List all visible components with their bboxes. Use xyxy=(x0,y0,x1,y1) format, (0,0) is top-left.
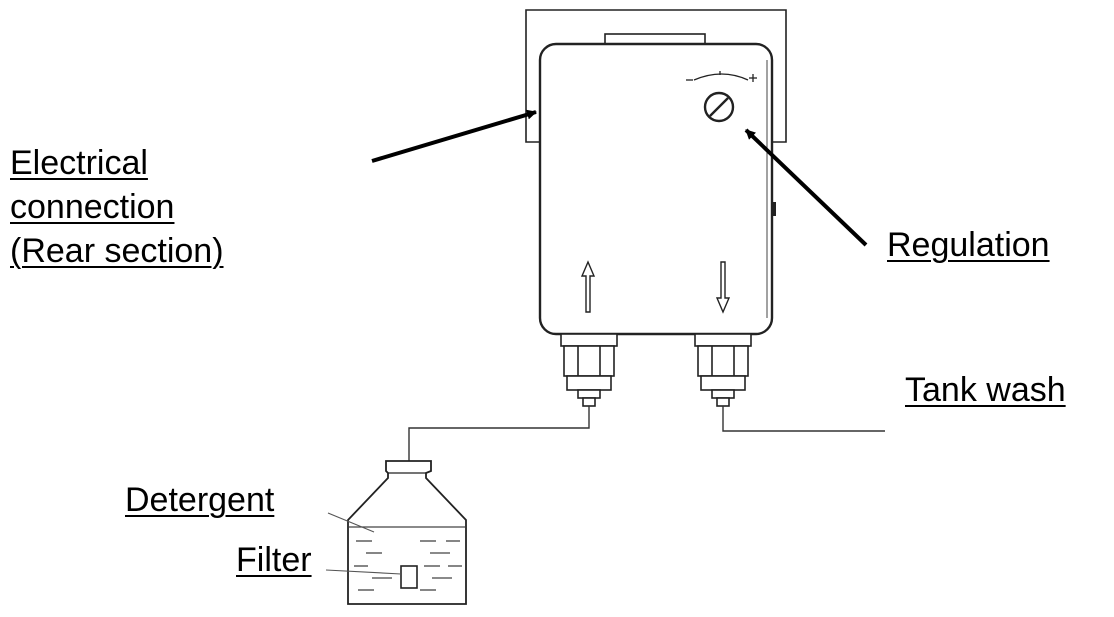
filter-element xyxy=(400,565,418,589)
arrow-up-icon xyxy=(580,260,596,313)
detergent-liquid xyxy=(349,526,465,591)
electrical-pointer-arrow xyxy=(371,109,537,163)
detergent-label: Detergent xyxy=(125,481,275,519)
side-nub xyxy=(772,202,776,216)
regulation-scale xyxy=(686,71,757,82)
pump-body xyxy=(538,42,774,336)
arrow-down-icon xyxy=(715,261,731,314)
suction-fitting xyxy=(560,333,618,407)
electrical-connection-label: Electrical connection (Rear section) xyxy=(10,141,224,273)
rear-bracket xyxy=(525,9,787,143)
detergent-bottle xyxy=(347,460,467,605)
leader-lines xyxy=(325,512,402,575)
tank-wash-label: Tank wash xyxy=(905,371,1066,409)
regulation-pointer-arrow xyxy=(744,128,868,247)
discharge-fitting xyxy=(694,333,752,407)
regulation-label: Regulation xyxy=(887,226,1050,264)
electrical-label-line2: connection xyxy=(10,188,175,226)
electrical-label-line1: Electrical xyxy=(10,144,148,182)
adjustment-knob-icon[interactable] xyxy=(703,91,735,123)
tubing xyxy=(408,406,885,578)
electrical-label-line3: (Rear section) xyxy=(10,232,224,270)
filter-label: Filter xyxy=(236,541,312,579)
